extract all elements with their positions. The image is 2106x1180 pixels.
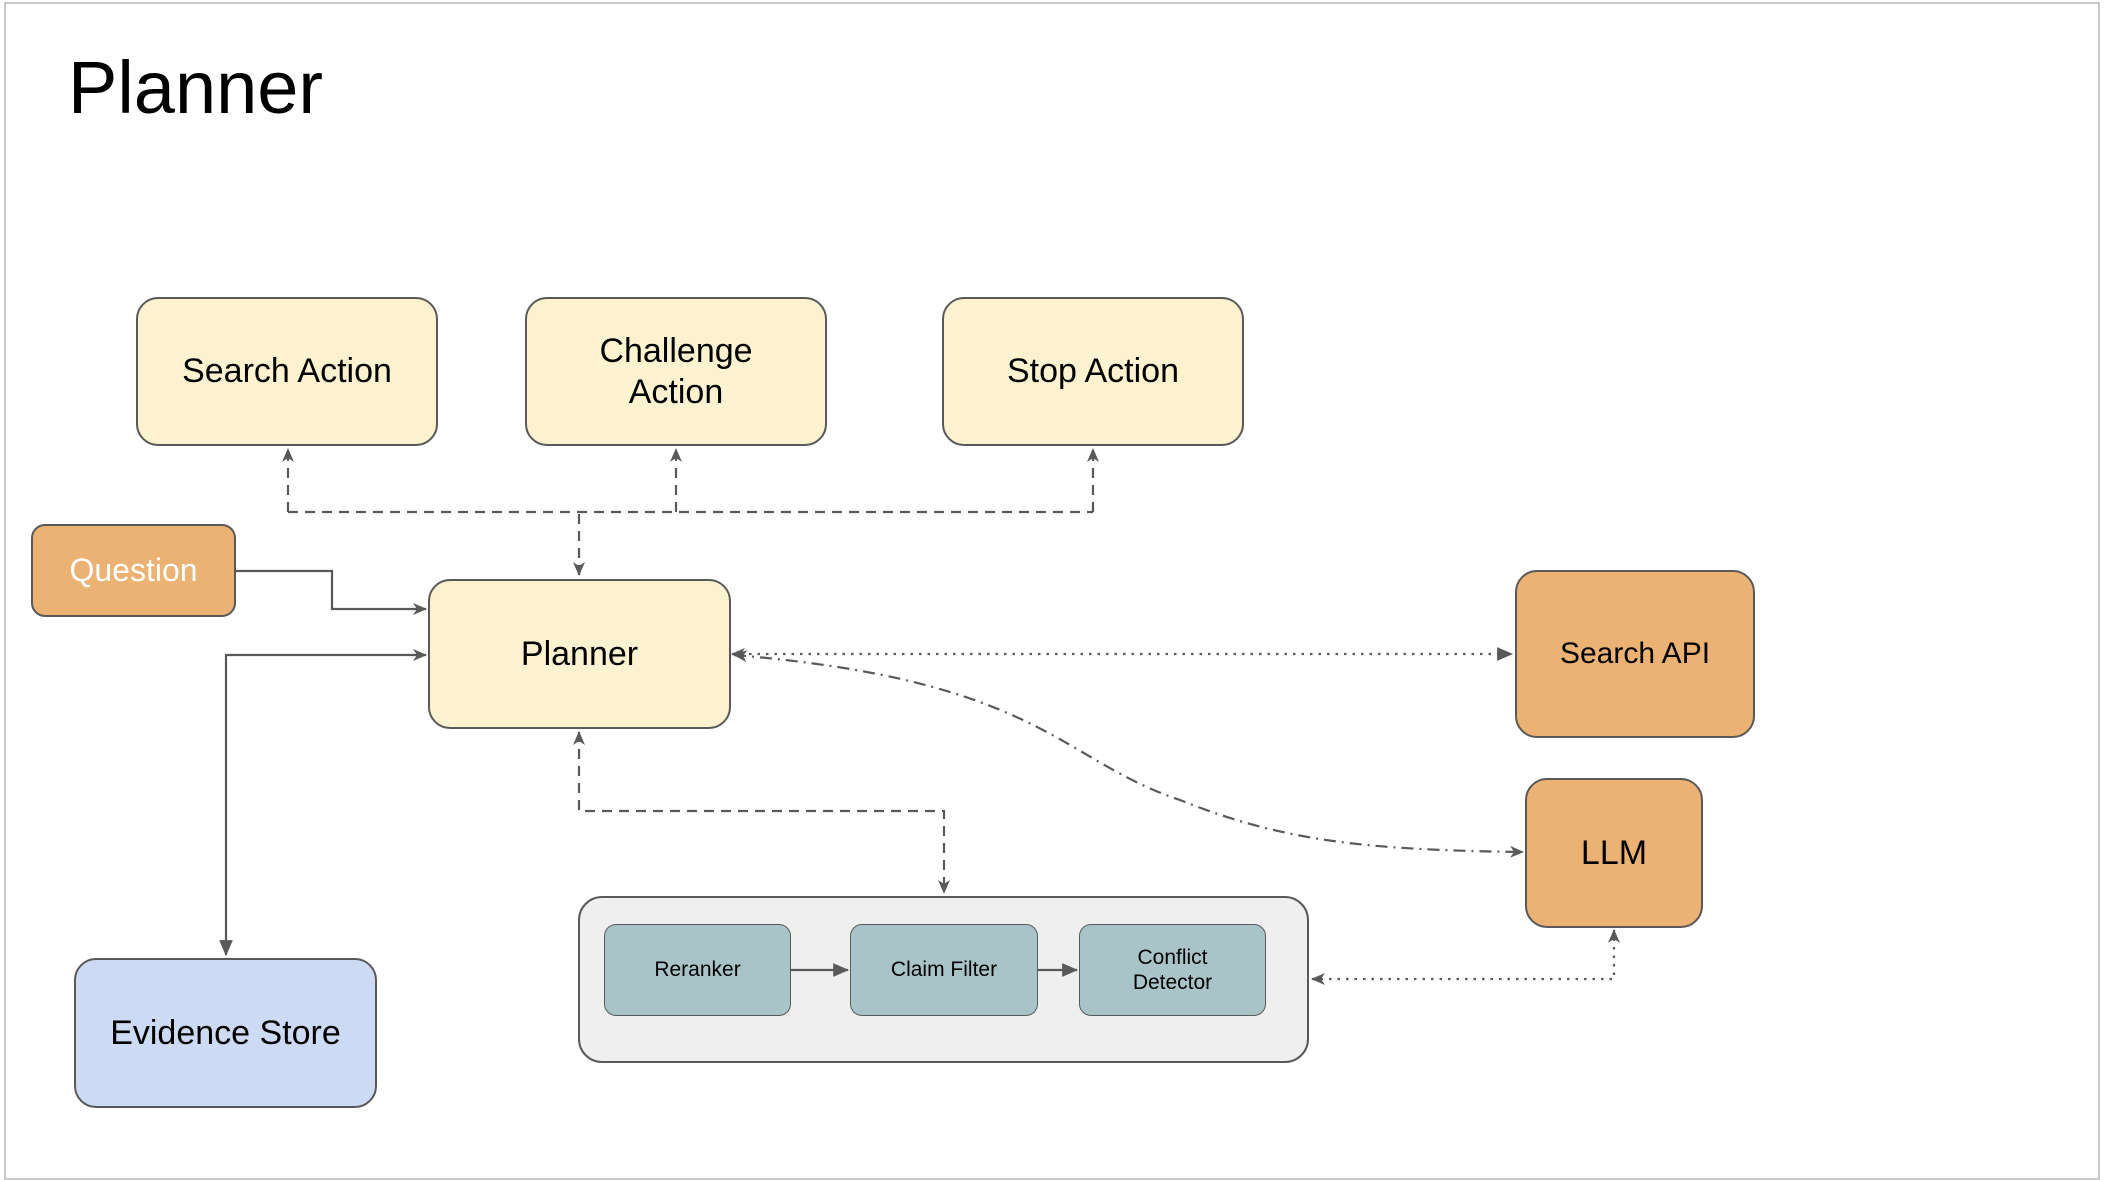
challenge-action-node: Challenge Action [525,297,827,446]
reranker-stage: Reranker [604,924,791,1016]
edge-planner-llm [733,650,1524,858]
page-title: Planner [68,46,324,129]
planner-node: Planner [428,579,731,729]
edge-pipeline-llm [1311,929,1620,985]
question-node: Question [31,524,236,617]
llm-node: LLM [1525,778,1703,928]
edge-question-planner [236,569,427,615]
search-api-node: Search API [1515,570,1755,738]
search-action-node: Search Action [136,297,438,446]
conflict-detector-stage: Conflict Detector [1079,924,1266,1016]
claim-filter-stage: Claim Filter [850,924,1038,1016]
edge-planner-pipeline [573,731,950,894]
evidence-store-node: Evidence Store [74,958,377,1108]
stop-action-node: Stop Action [942,297,1244,446]
edge-evidence-planner [219,649,427,957]
